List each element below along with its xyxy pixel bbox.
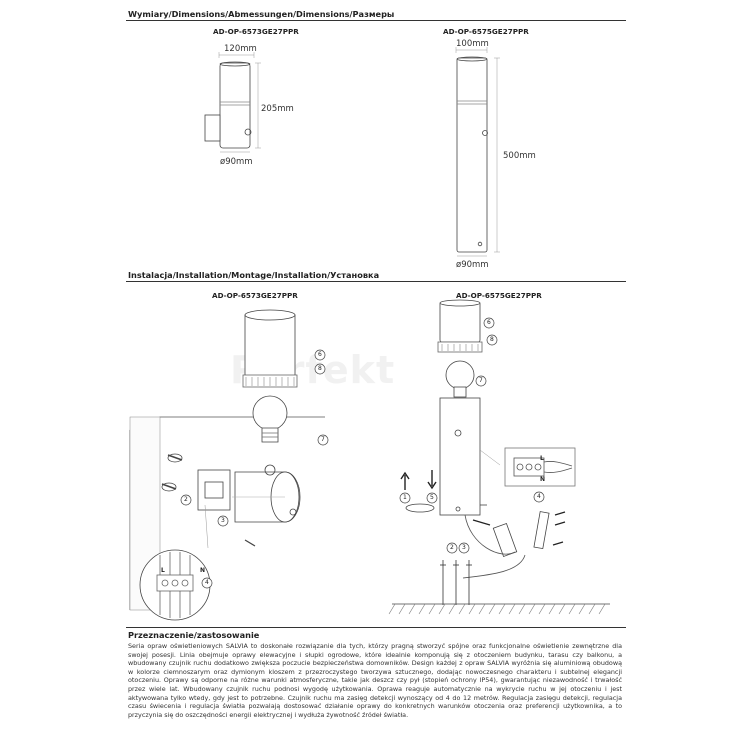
- step-5-post: 5: [430, 494, 434, 501]
- step-8-post: 8: [490, 336, 494, 343]
- post-diameter-label: ø90mm: [456, 260, 489, 270]
- wall-width-label: 120mm: [224, 44, 257, 54]
- step-6-post: 6: [487, 319, 491, 326]
- step-3-wall: 3: [221, 517, 225, 524]
- dimensions-heading: Wymiary/Dimensions/Abmessungen/Dimension…: [128, 9, 395, 19]
- post-height-label: 500mm: [503, 151, 536, 161]
- post-lamp-installation-drawing: [388, 299, 610, 615]
- purpose-rule: [126, 627, 626, 628]
- wall-diameter-label: ø90mm: [220, 157, 253, 167]
- label-N-post: N: [540, 476, 546, 483]
- wall-lamp-installation-drawing: [129, 309, 325, 621]
- installation-rule: [126, 281, 626, 282]
- step-4-post: 4: [537, 493, 541, 500]
- post-lamp-dimension-drawing: [455, 47, 500, 257]
- step-1-post: 1: [403, 494, 407, 501]
- step-8-wall: 8: [318, 365, 322, 372]
- step-4-wall: 4: [205, 579, 209, 586]
- wall-lamp-dimension-drawing: [204, 52, 261, 153]
- wall-height-label: 205mm: [261, 104, 294, 114]
- purpose-heading: Przeznaczenie/zastosowanie: [128, 630, 260, 640]
- installation-heading: Instalacja/Installation/Montage/Installa…: [128, 270, 380, 280]
- product-description: Seria opraw oświetleniowych SALVIA to do…: [128, 642, 622, 719]
- step-7-wall: 7: [321, 436, 325, 443]
- model-wall-dimensions: AD-OP-6573GE27PPR: [213, 27, 299, 36]
- model-wall-installation: AD-OP-6573GE27PPR: [212, 291, 298, 300]
- step-2-post: 2: [450, 544, 454, 551]
- model-post-dimensions: AD-OP-6575GE27PPR: [443, 27, 529, 36]
- post-width-label: 100mm: [456, 39, 489, 49]
- step-6-wall: 6: [318, 351, 322, 358]
- label-N-wall: N: [200, 567, 206, 574]
- dimensions-rule: [126, 20, 626, 21]
- step-3-post: 3: [462, 544, 466, 551]
- step-7-post: 7: [479, 377, 483, 384]
- label-L-post: L: [540, 455, 544, 462]
- model-post-installation: AD-OP-6575GE27PPR: [456, 291, 542, 300]
- label-L-wall: L: [161, 567, 165, 574]
- step-2-wall: 2: [184, 496, 188, 503]
